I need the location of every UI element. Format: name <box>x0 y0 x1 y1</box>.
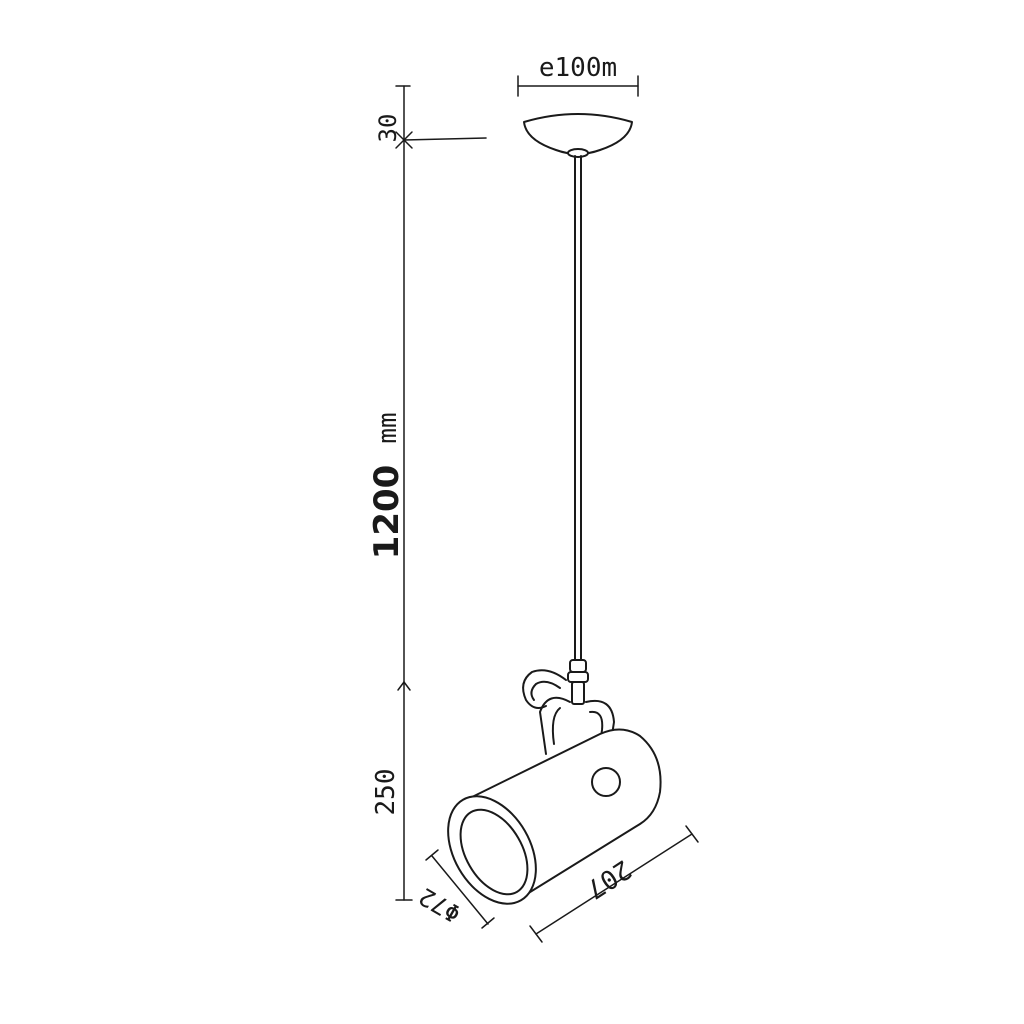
yoke-bracket <box>539 696 615 775</box>
cylinder-shade <box>447 728 662 905</box>
vertical-dimension-line <box>395 85 487 901</box>
canopy-width-label: e100m <box>539 53 617 83</box>
side-hook <box>522 669 567 709</box>
cord-connector <box>567 659 589 705</box>
fixture-height-label: 250 <box>371 769 401 816</box>
canopy-height-label: 30 <box>374 114 402 143</box>
shade-diameter-label: Φ72 <box>414 882 466 928</box>
ceiling-canopy <box>523 113 633 158</box>
cord-length-value: 1200 <box>367 465 407 560</box>
canopy-width-dimension: e100m <box>517 53 639 97</box>
shade-length-label: 207 <box>580 853 636 904</box>
cord-length-label-group: 1200 mm <box>367 412 407 559</box>
cord-length-unit: mm <box>373 412 403 443</box>
suspension-cord <box>574 155 582 663</box>
